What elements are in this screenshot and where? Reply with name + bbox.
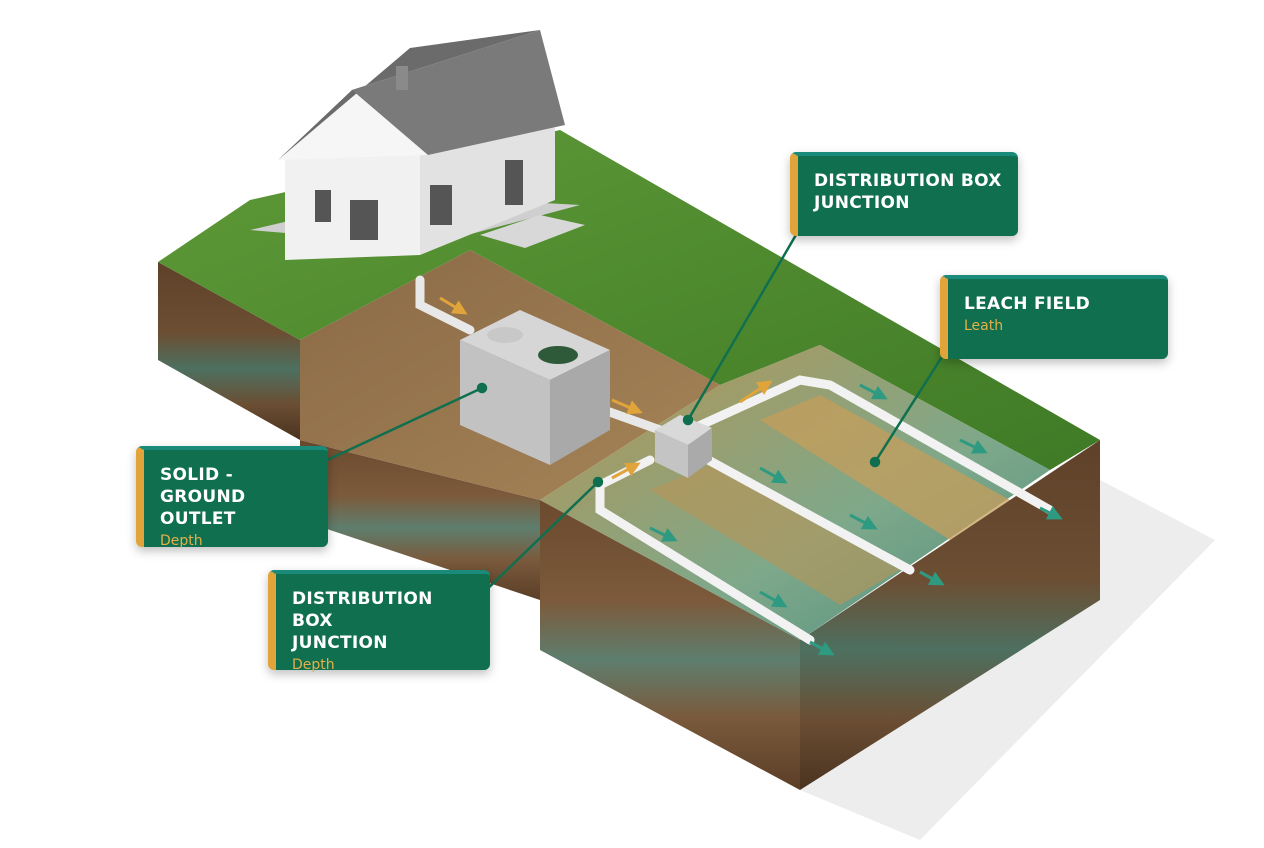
callout-title: DISTRIBUTION BOX JUNCTION (814, 171, 1002, 213)
callout-title: LEACH FIELD (964, 294, 1091, 314)
soil-front-face (540, 500, 800, 790)
callout-subtitle: Depth (160, 533, 203, 549)
septic-tank (460, 310, 610, 465)
soil-front-face-left (300, 440, 540, 600)
callout-subtitle: Depth (292, 657, 335, 673)
pipes (415, 275, 1055, 645)
trench-bed-1 (760, 395, 1010, 540)
ground-shadow (800, 480, 1215, 840)
soil-left-face (158, 262, 300, 440)
callout-leach-field: LEACH FIELD Leath (940, 275, 1168, 359)
trench-bed-2 (650, 465, 900, 605)
leach-field-trench (540, 345, 1050, 640)
callout-title: DISTRIBUTION BOX JUNCTION (292, 589, 433, 653)
callout-solid-ground-outlet: SOLID - GROUND OUTLET Depth (136, 446, 328, 549)
soil-right-face (800, 440, 1100, 790)
callout-subtitle: Leath (964, 318, 1004, 334)
flow-arrows (439, 296, 1063, 656)
house (250, 30, 585, 260)
callout-distribution-box-top: DISTRIBUTION BOX JUNCTION (790, 152, 1018, 236)
callout-title: SOLID - GROUND OUTLET (160, 465, 246, 529)
callout-distribution-box-bottom: DISTRIBUTION BOX JUNCTION Depth (268, 570, 490, 673)
distribution-box (655, 415, 712, 478)
leader-lines (309, 227, 947, 597)
